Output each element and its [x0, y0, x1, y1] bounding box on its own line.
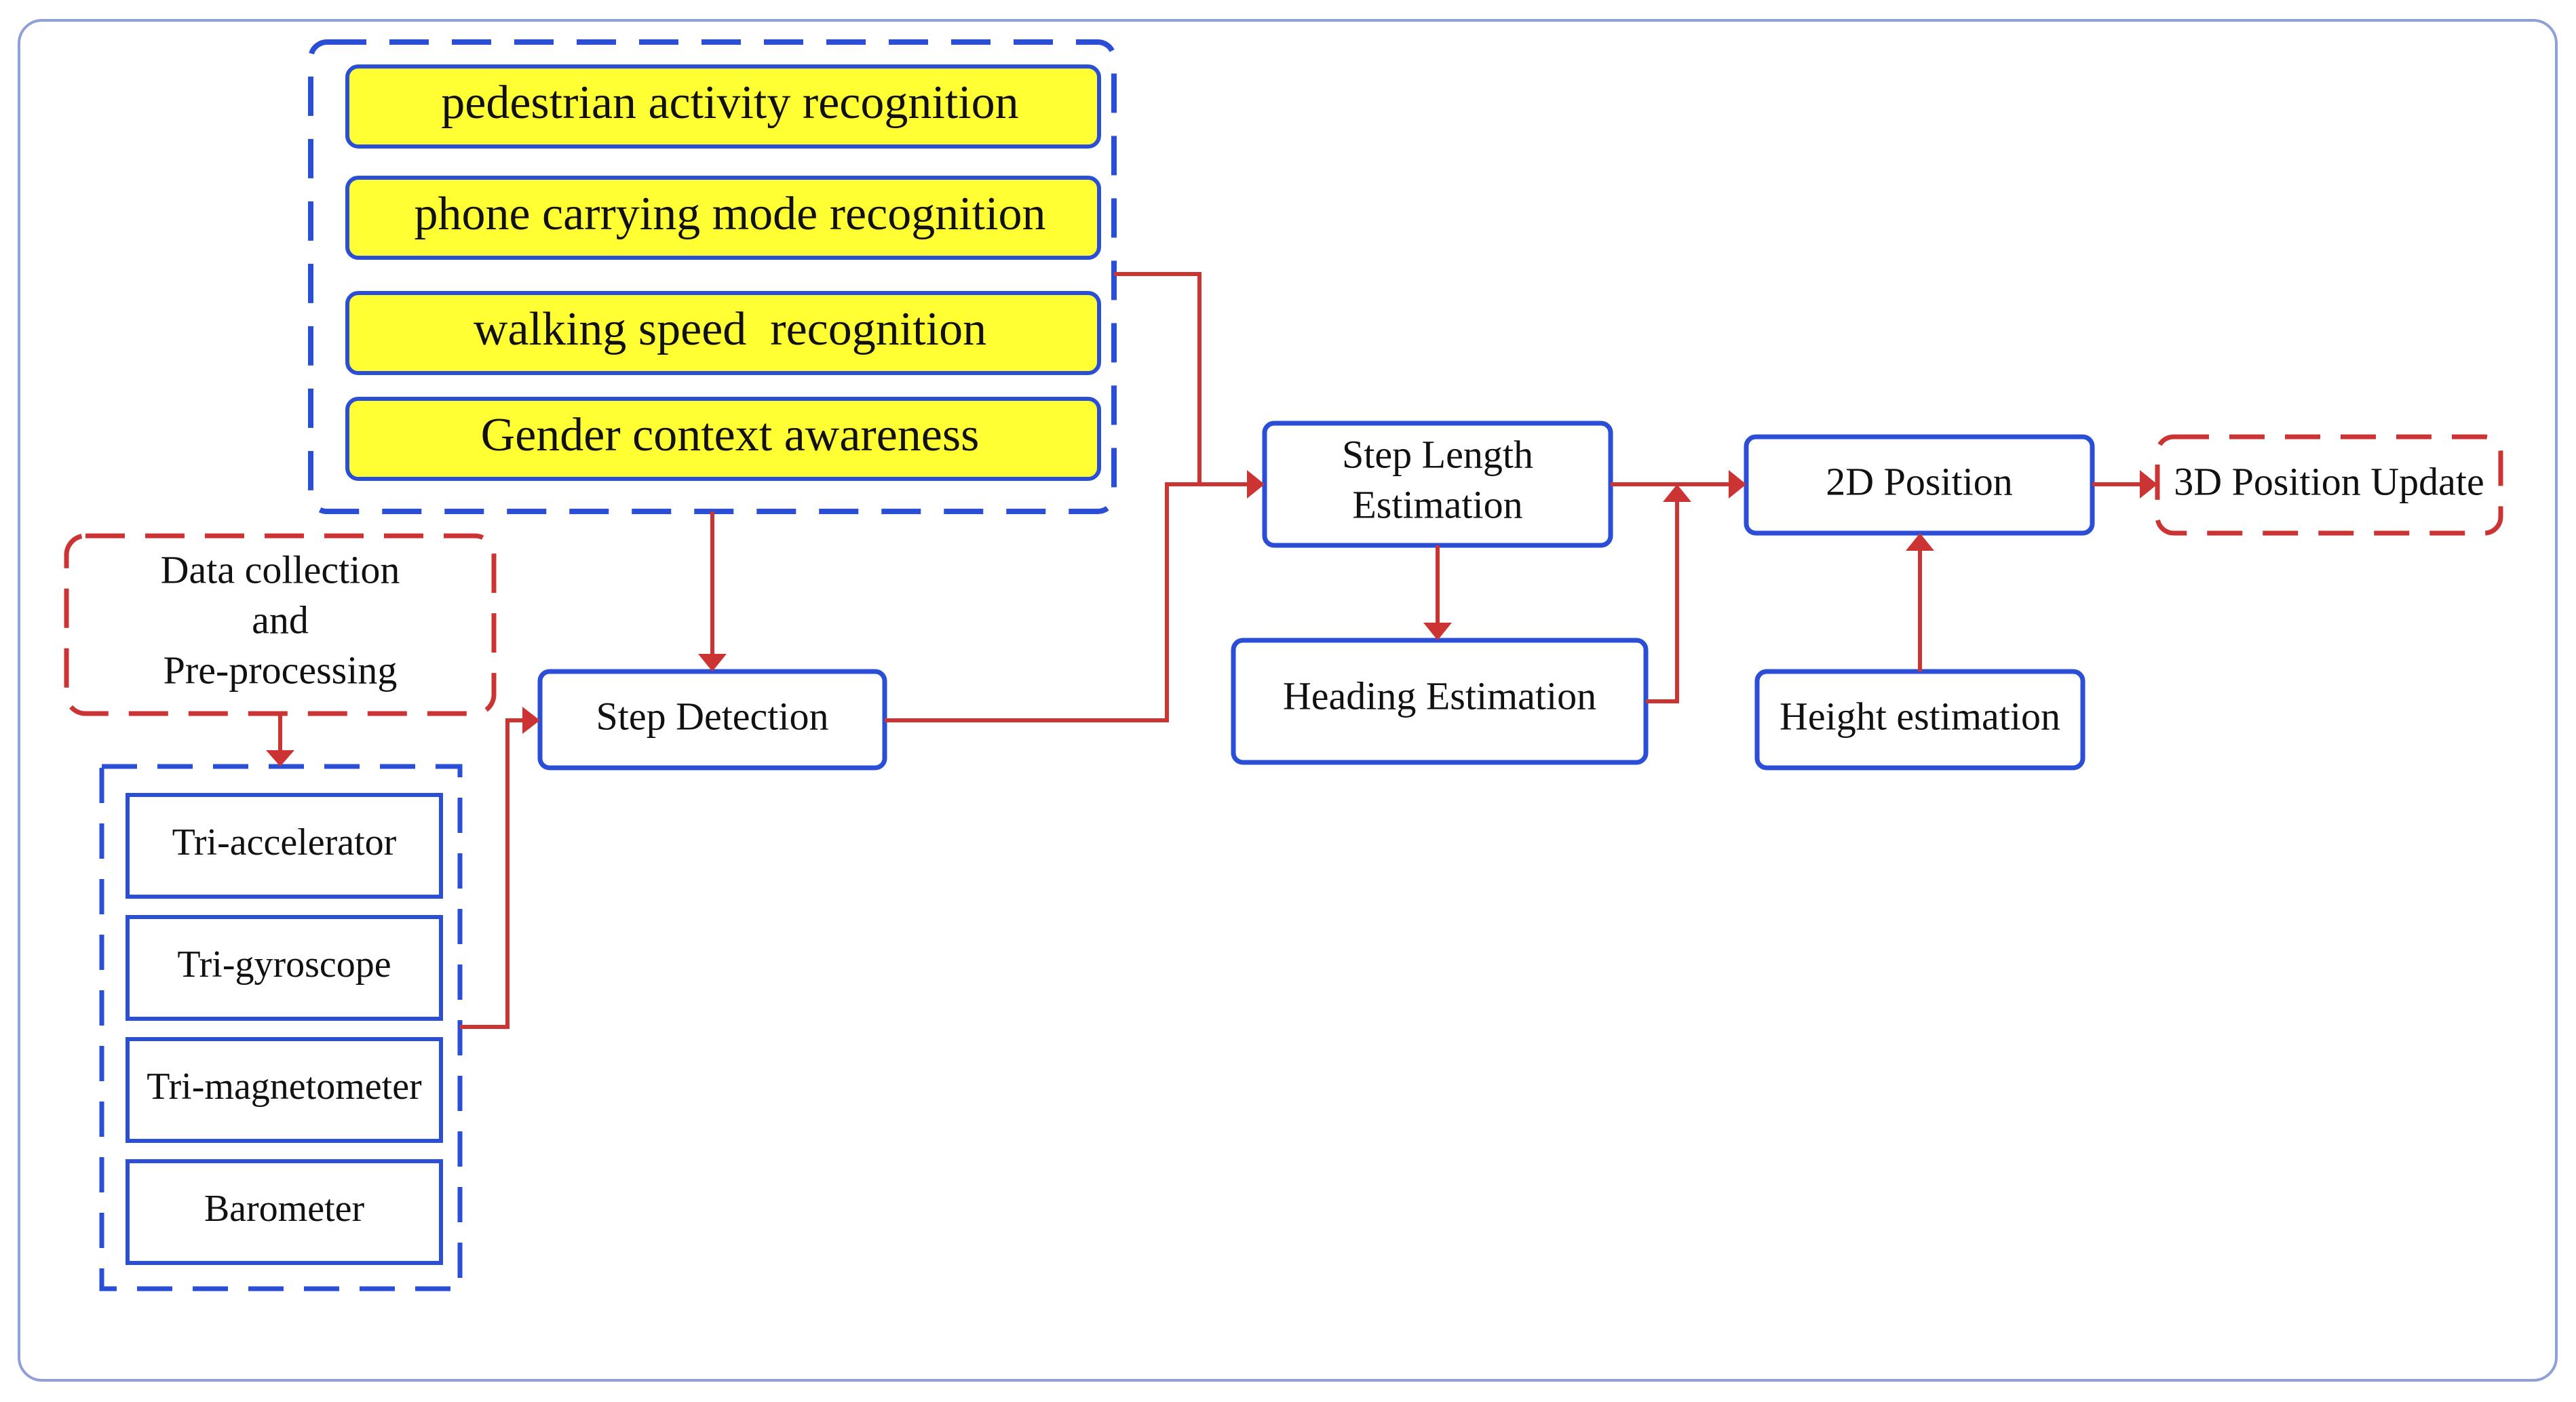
arrow-sensors-to-step-detection: [460, 718, 528, 1029]
tri-accelerator-box: Tri-accelerator: [126, 793, 443, 899]
heading-estimation-box: Heading Estimation: [1231, 638, 1649, 765]
step-detection-box: Step Detection: [537, 669, 887, 771]
activity-recognition-box: pedestrian activity recognition: [345, 64, 1101, 149]
arrowhead-3d: [2140, 470, 2157, 499]
gender-awareness-box: Gender context awareness: [345, 397, 1101, 481]
arrowhead-heading-join: [1663, 484, 1691, 502]
arrowhead-step-detection-top: [698, 654, 727, 671]
position-3d-box: 3D Position Update: [2155, 434, 2503, 536]
height-estimation-box: Height estimation: [1754, 669, 2085, 771]
position-2d-box: 2D Position: [1744, 434, 2095, 536]
arrowhead-step-detection-left: [522, 707, 540, 734]
position-3d-label: 3D Position Update: [2174, 459, 2484, 503]
walking-speed-label: walking speed recognition: [474, 303, 986, 355]
tri-magnetometer-box: Tri-magnetometer: [126, 1037, 443, 1143]
tri-accelerator-label: Tri-accelerator: [172, 821, 397, 863]
arrowhead-step-length: [1247, 470, 1265, 499]
barometer-box: Barometer: [126, 1159, 443, 1265]
data-collection-line1: Data collection: [161, 547, 400, 591]
tri-gyroscope-box: Tri-gyroscope: [126, 915, 443, 1021]
data-collection-line3: Pre-processing: [164, 648, 398, 692]
carrying-mode-label: phone carrying mode recognition: [414, 188, 1045, 240]
step-length-line1: Step Length: [1342, 432, 1533, 476]
step-length-box: Step Length Estimation: [1262, 421, 1613, 548]
arrow-step-detection-to-step-length: [885, 482, 1252, 722]
arrowhead-2d-bottom: [1906, 533, 1934, 551]
carrying-mode-box: phone carrying mode recognition: [345, 176, 1101, 260]
data-collection-line2: and: [252, 598, 309, 642]
data-collection-box: Data collection and Pre-processing: [64, 533, 497, 716]
step-detection-label: Step Detection: [596, 694, 828, 738]
arrowhead-heading: [1423, 623, 1452, 640]
arrowhead-sensors: [266, 750, 294, 766]
tri-magnetometer-label: Tri-magnetometer: [147, 1066, 422, 1108]
heading-estimation-label: Heading Estimation: [1283, 674, 1596, 718]
arrowhead-2d-left: [1729, 470, 1746, 499]
step-length-line2: Estimation: [1352, 482, 1522, 526]
tri-gyroscope-label: Tri-gyroscope: [177, 943, 391, 986]
arrow-context-to-step-length: [1114, 272, 1202, 484]
activity-recognition-label: pedestrian activity recognition: [441, 77, 1018, 129]
position-2d-label: 2D Position: [1826, 459, 2013, 503]
barometer-label: Barometer: [204, 1188, 365, 1230]
height-estimation-label: Height estimation: [1780, 694, 2060, 738]
arrow-heading-to-2d: [1646, 496, 1679, 703]
walking-speed-box: walking speed recognition: [345, 291, 1101, 375]
gender-awareness-label: Gender context awareness: [481, 409, 980, 461]
